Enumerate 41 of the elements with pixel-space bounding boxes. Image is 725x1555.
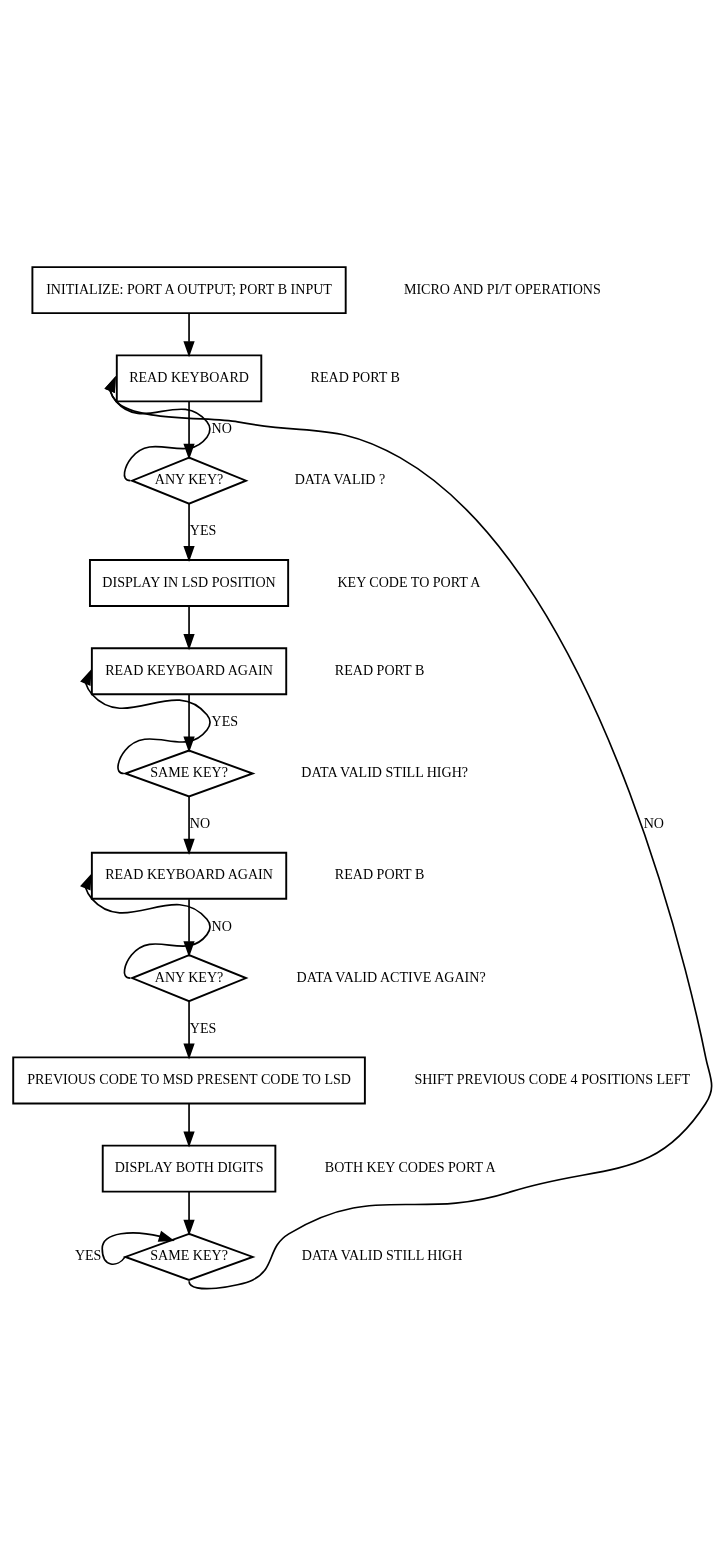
node-diamond: SAME KEY?: [122, 748, 256, 798]
arrow: [104, 375, 713, 1289]
node-label: READ PORT B: [334, 661, 425, 678]
node-label: READ PORT B: [334, 865, 425, 882]
node-label: SHIFT PREVIOUS CODE 4 POSITIONS LEFT: [414, 1070, 691, 1087]
node-diamond: ANY KEY?: [129, 456, 249, 505]
arrow: [183, 1102, 195, 1148]
arrow: [183, 1000, 195, 1060]
node-box: INITIALIZE: PORT A OUTPUT; PORT B INPUT: [31, 265, 347, 314]
arrow: [101, 1230, 175, 1265]
arrow: [80, 873, 211, 979]
edge-label: YES: [189, 1019, 217, 1036]
arrow: [183, 604, 195, 650]
edge-label: YES: [211, 712, 239, 729]
node-box: DISPLAY IN LSD POSITION: [89, 558, 290, 607]
edge-label: NO: [211, 419, 232, 436]
node-box: READ KEYBOARD AGAIN: [90, 646, 288, 695]
edge-label: NO: [211, 917, 232, 934]
node-label: KEY CODE TO PORT A: [337, 573, 481, 590]
label: MICRO AND PI/T OPERATIONS: [403, 280, 601, 297]
node-label: DATA VALID ?: [294, 470, 386, 487]
arrow: [80, 668, 211, 774]
node-box: READ KEYBOARD: [115, 353, 263, 402]
edge-label: YES: [74, 1246, 102, 1263]
node-box: PREVIOUS CODE TO MSD PRESENT CODE TO LSD: [12, 1055, 366, 1104]
node-box: DISPLAY BOTH DIGITS: [101, 1144, 277, 1193]
node-label: DATA VALID ACTIVE AGAIN?: [296, 968, 486, 985]
node-box: READ KEYBOARD AGAIN: [90, 851, 288, 900]
node-label: DATA VALID STILL HIGH?: [301, 763, 469, 780]
node-label: BOTH KEY CODES PORT A: [324, 1158, 496, 1175]
edge-label: YES: [189, 521, 217, 538]
arrow: [183, 795, 195, 855]
node-label: DATA VALID STILL HIGH: [301, 1246, 463, 1263]
arrow: [104, 375, 211, 481]
edge-label: NO: [189, 814, 211, 831]
node-label: READ PORT B: [310, 368, 401, 385]
node-diamond: ANY KEY?: [129, 953, 249, 1002]
edge-label: NO: [643, 814, 665, 831]
arrow: [183, 1190, 195, 1236]
arrow: [183, 312, 195, 357]
arrow: [183, 502, 195, 562]
